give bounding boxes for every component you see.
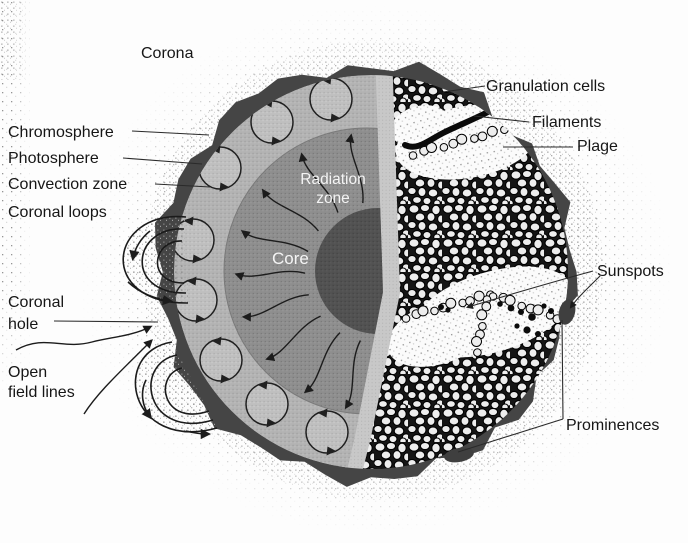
radiative-flow-arrow (265, 315, 321, 362)
granule-chain (408, 125, 509, 160)
label-open-field-lines-line2: field lines (8, 384, 75, 401)
sunspot (507, 304, 515, 312)
label-coronal-loops: Coronal loops (8, 204, 107, 221)
label-photosphere: Photosphere (8, 150, 99, 167)
prominences-leader-2 (457, 418, 564, 453)
granule-chain-pebble (473, 290, 485, 302)
granule-chain-pebble (430, 306, 439, 316)
granule-chain-pebble (470, 134, 479, 143)
coronal-hole-leader (53, 320, 159, 323)
granule-chain-pebble (439, 143, 449, 152)
diagram-labels: Corona Chromosphere Photosphere Convecti… (8, 45, 664, 434)
granule-chain-pebble (477, 131, 488, 142)
sunspot (514, 323, 520, 329)
core-face (315, 208, 383, 334)
radiative-flow-arrow (234, 270, 306, 281)
granule-chain-pebble (408, 151, 418, 160)
radiative-flow-arrow (241, 294, 309, 322)
sunspot (523, 326, 531, 334)
radiative-flow-arrow (345, 133, 364, 204)
prominences-leader-1 (561, 319, 564, 420)
granule-chain-pebble (417, 305, 429, 317)
radiative-flow-arrow (261, 188, 319, 232)
sunspot (548, 308, 554, 314)
label-sunspots: Sunspots (597, 263, 664, 280)
sunspots-arrow-2 (569, 275, 601, 309)
label-filaments: Filaments (532, 114, 601, 131)
sunspot (497, 301, 503, 307)
filament-shape (402, 109, 491, 150)
label-granulation-cells: Granulation cells (486, 78, 605, 95)
granule-chain-pebble (456, 133, 468, 145)
granule-chain-pebble (478, 322, 487, 331)
plage-region-lower (387, 266, 568, 367)
convection-zone-leader (154, 183, 211, 188)
coronal-loops-upper (122, 215, 189, 306)
filaments-leader (473, 115, 530, 123)
leader-lines (53, 85, 601, 453)
label-radiation-zone-line2: zone (316, 190, 350, 207)
granule-chain-pebble (471, 336, 482, 347)
label-plage: Plage (577, 138, 618, 155)
radiative-flow-arrow (344, 340, 362, 410)
label-open-field-lines-line1: Open (8, 364, 47, 381)
label-coronal-hole-line2: hole (8, 316, 38, 333)
sunspot (445, 307, 451, 313)
granule-chain-pebble (401, 314, 411, 323)
label-radiation-zone-line1: Radiation (300, 171, 366, 188)
granule-chain-pebble (532, 304, 544, 316)
radiative-flow-arrow (240, 230, 309, 253)
cutaway-edge-band (340, 75, 401, 469)
chromosphere-leader (131, 130, 210, 136)
granule-chain-pebble (504, 294, 516, 306)
label-core: Core (272, 249, 309, 268)
granule-chain-pebble (476, 309, 488, 321)
page-edge-texture (0, 0, 34, 395)
radiative-flow-arrow (298, 152, 339, 213)
coronal-loops-lower (134, 341, 218, 440)
radiative-flow-arrow (303, 332, 341, 394)
photosphere-leader (122, 157, 203, 165)
sunspot (528, 313, 536, 321)
sunspot (535, 331, 541, 337)
granule-chain-pebble (517, 301, 527, 311)
granule-chain-pebble (445, 297, 457, 309)
sunspots-arrow-1 (465, 270, 594, 310)
sunspot-group (438, 301, 554, 337)
label-prominences: Prominences (566, 417, 659, 434)
radiative-flow-arrows (234, 133, 364, 410)
granule-chain-pebble (465, 296, 475, 306)
granule-chain-pebble (486, 125, 498, 137)
sunspot (438, 304, 444, 310)
label-corona: Corona (141, 45, 194, 62)
label-convection-zone: Convection zone (8, 176, 127, 193)
label-chromosphere: Chromosphere (8, 124, 114, 141)
granulation-leader (442, 85, 486, 93)
interior-cutaway (174, 75, 383, 469)
label-coronal-hole-line1: Coronal (8, 294, 64, 311)
granule-chain-pebble (448, 138, 459, 149)
granule-chain-pebble (473, 348, 482, 357)
sunspot (518, 309, 524, 315)
sunspot (541, 303, 547, 309)
open-field-lines-shapes (15, 325, 153, 415)
